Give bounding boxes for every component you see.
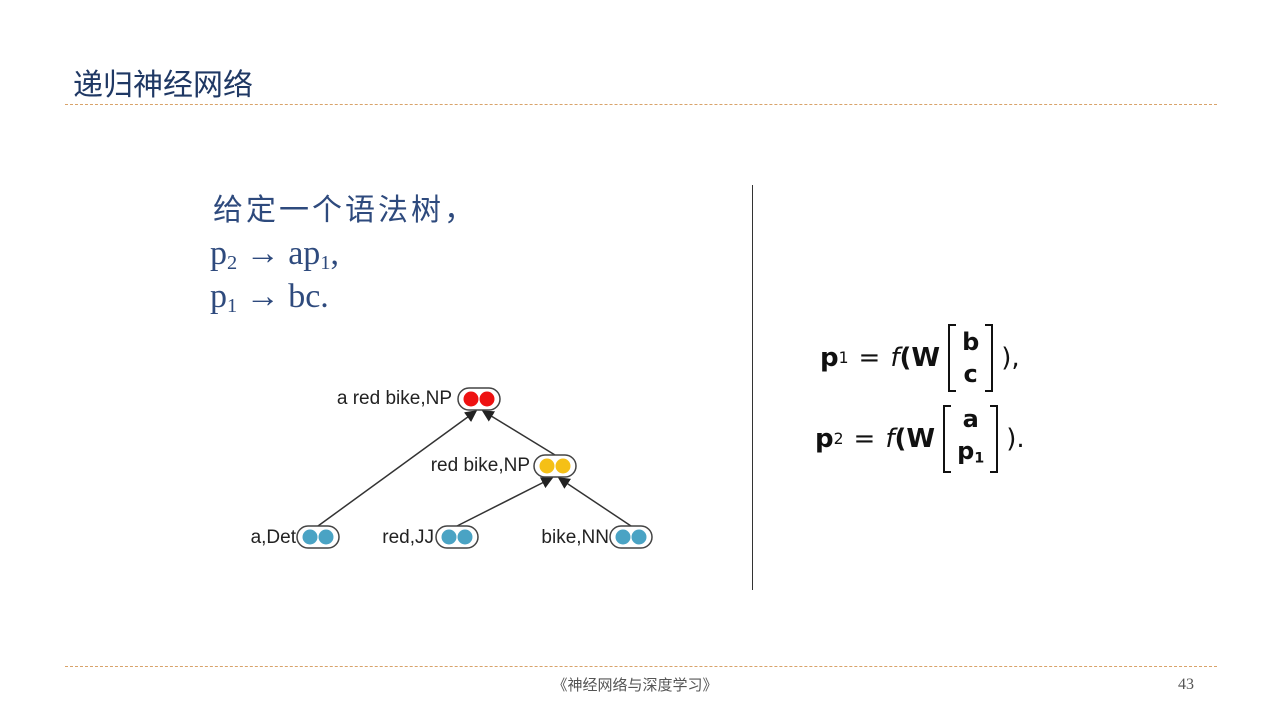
footer-book-title: 《神经网络与深度学习》	[552, 676, 718, 694]
rule-rhs: bc	[288, 278, 321, 315]
eq-open: (W	[894, 424, 936, 454]
vec-top: a	[962, 405, 979, 434]
rule-end: ,	[330, 235, 340, 272]
tree-edge	[317, 410, 478, 527]
eq-close: ),	[1001, 343, 1020, 373]
node-vector	[435, 525, 479, 549]
header-divider	[65, 104, 1217, 105]
intro-text: 给定一个语法树，	[213, 193, 477, 228]
node-vector	[609, 525, 653, 549]
neuron-dot	[615, 529, 631, 545]
eq-lhs: p	[815, 424, 834, 454]
node-vector	[533, 454, 577, 478]
slide-title: 递归神经网络	[73, 68, 253, 103]
node-vector	[457, 387, 501, 411]
eq-sign: =	[858, 343, 881, 373]
rule-end: .	[320, 278, 329, 315]
eq-sign: =	[853, 424, 876, 454]
node-label: bike,NN	[541, 527, 609, 548]
eq-sub: 2	[833, 430, 844, 448]
node-label: a,Det	[250, 527, 296, 548]
tree-edge	[456, 477, 554, 527]
rule-lhs: p	[210, 235, 227, 272]
tree-edge	[557, 477, 632, 527]
neuron-dot	[302, 529, 318, 545]
eq-f: f	[890, 343, 900, 373]
rule-rhs-sub: 1	[320, 252, 331, 275]
vec-bottom: p1	[957, 435, 984, 475]
rule-p2: p2 → ap1,	[210, 235, 339, 275]
eq-lhs: p	[820, 343, 839, 373]
rule-lhs-sub: 2	[227, 252, 238, 275]
node-label: red bike,NP	[430, 455, 530, 476]
column-divider	[752, 185, 753, 590]
neuron-dot	[457, 529, 473, 545]
rule-lhs-sub: 1	[227, 295, 238, 318]
eq-close: ).	[1006, 424, 1025, 454]
arrow: →	[245, 235, 280, 272]
rule-lhs: p	[210, 278, 227, 315]
vec-bottom-base: p	[957, 437, 975, 466]
page-number: 43	[1178, 676, 1194, 693]
neuron-dot	[631, 529, 647, 545]
eq-f: f	[885, 424, 895, 454]
neuron-dot	[479, 391, 495, 407]
node-label: a red bike,NP	[336, 388, 452, 409]
node-vector	[296, 525, 340, 549]
vec-top: b	[962, 328, 980, 356]
tree-edge	[481, 410, 556, 456]
neuron-dot	[539, 458, 555, 474]
neuron-dot	[441, 529, 457, 545]
vec-bottom-sub: 1	[974, 450, 985, 467]
eq-sub: 1	[838, 349, 849, 367]
rule-p1: p1 → bc.	[210, 278, 329, 318]
vec-bottom: c	[963, 360, 978, 388]
neuron-dot	[555, 458, 571, 474]
arrow: →	[245, 278, 280, 315]
node-label: red,JJ	[382, 527, 434, 548]
neuron-dot	[463, 391, 479, 407]
neuron-dot	[318, 529, 334, 545]
eq-open: (W	[899, 343, 941, 373]
rule-rhs: ap	[288, 235, 321, 272]
footer-divider	[65, 666, 1217, 667]
